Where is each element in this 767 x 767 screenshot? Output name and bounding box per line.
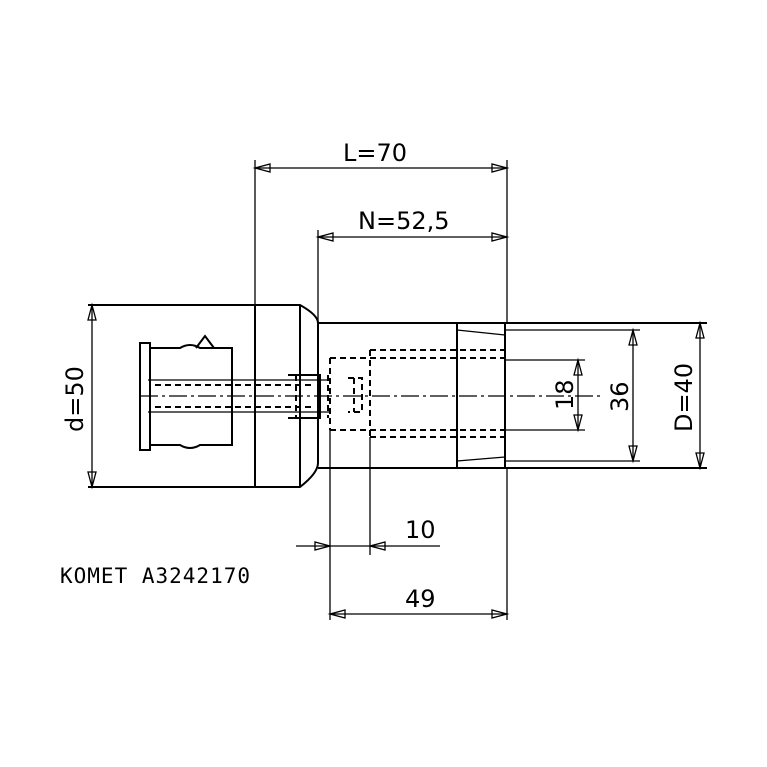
dim-L-label: L=70 <box>343 139 407 167</box>
dim-pilot-label: 10 <box>405 516 436 544</box>
dim-D-label: D=40 <box>670 363 698 432</box>
dimension-pilot <box>296 430 440 620</box>
part-caption: KOMET A3242170 <box>60 564 251 588</box>
dimension-N <box>315 230 510 323</box>
dimension-depth <box>327 468 510 620</box>
dim-depth-label: 49 <box>405 585 436 613</box>
dimension-thread <box>505 357 585 433</box>
dimension-L <box>252 160 510 323</box>
internal-bore <box>329 349 506 438</box>
dim-bore-label: 36 <box>606 381 634 412</box>
dimension-bore <box>505 327 640 464</box>
dim-thread-label: 18 <box>551 379 579 410</box>
dim-N-label: N=52,5 <box>358 207 450 235</box>
retention-knob <box>139 334 330 451</box>
dimension-d <box>87 302 97 490</box>
dimension-D <box>640 320 707 471</box>
dim-d-label: d=50 <box>61 366 89 432</box>
